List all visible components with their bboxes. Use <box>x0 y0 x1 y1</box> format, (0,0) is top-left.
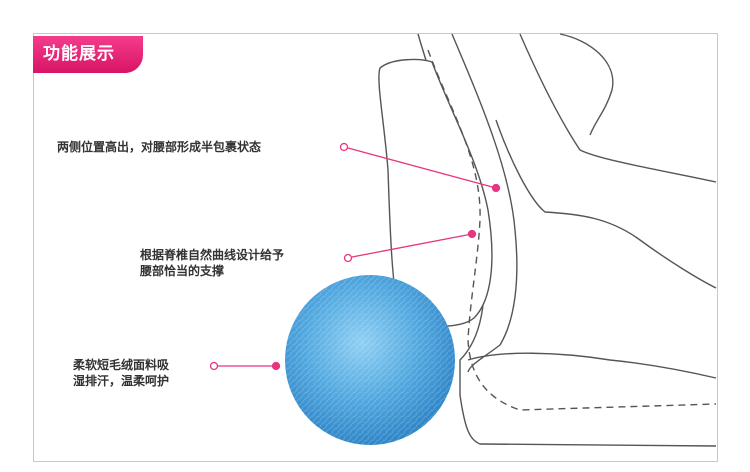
person-head-outline <box>559 33 614 136</box>
callout-label-fabric-line1: 柔软短毛绒面料吸 <box>73 358 170 372</box>
section-badge: 功能展示 <box>33 36 143 73</box>
person-torso-outline <box>495 119 717 289</box>
callout-label-fabric-line2: 湿排汗，温柔呵护 <box>73 374 170 388</box>
fabric-swatch-texture <box>285 275 455 445</box>
spine-curve-dashed <box>427 49 717 411</box>
callout-line-2 <box>343 229 477 263</box>
callout-line-1 <box>339 142 501 193</box>
seat-outline <box>467 352 717 379</box>
callout-line-3 <box>209 361 281 371</box>
person-arm-outline <box>519 33 717 183</box>
cushion-outline <box>378 58 493 327</box>
callout-label-side-support: 两侧位置高出，对腰部形成半包裹状态 <box>57 140 262 154</box>
callout-label-fabric: 柔软短毛绒面料吸 湿排汗，温柔呵护 <box>73 357 223 389</box>
callout-label-spine-support-line2: 腰部恰当的支撑 <box>140 264 225 278</box>
callout-label-spine-support: 根据脊椎自然曲线设计给予 腰部恰当的支撑 <box>140 247 360 279</box>
callout-label-spine-support-line1: 根据脊椎自然曲线设计给予 <box>140 248 285 262</box>
